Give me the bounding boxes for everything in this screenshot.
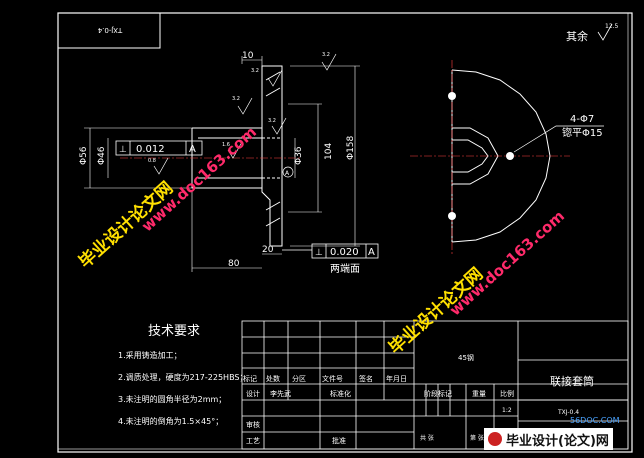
tol1-symbol: ⊥ <box>119 145 127 155</box>
title-design: 设计 <box>246 389 260 398</box>
tolerance-frame-2 <box>282 243 379 259</box>
section-view <box>120 65 300 247</box>
roughness-marks <box>153 53 337 175</box>
roughness-3: 3.2 <box>232 96 240 102</box>
title-label-sign: 签名 <box>359 374 373 383</box>
title-scale: 1:2 <box>502 407 512 414</box>
section-dimensions <box>84 56 360 272</box>
title-label-date: 年月日 <box>386 374 407 383</box>
title-label-count: 处数 <box>266 374 280 383</box>
dim-104: 104 <box>324 143 334 160</box>
tech-heading: 技术要求 <box>148 324 200 339</box>
title-weight: 重量 <box>472 390 486 398</box>
tol1-value: 0.012 <box>136 144 165 155</box>
dim-phi158: Φ158 <box>346 135 356 160</box>
title-sheet: 第 张 <box>470 434 484 442</box>
corner-watermark: 毕业设计(论文)网 <box>484 428 613 450</box>
dim-20: 20 <box>262 245 274 255</box>
hole-leader <box>513 125 604 153</box>
tech-item-1: 1.采用铸造加工； <box>118 350 182 360</box>
tol2-value: 0.020 <box>330 247 359 258</box>
title-designer: 李先武 <box>270 389 291 398</box>
datum-a-circle <box>282 166 294 178</box>
holes-count: 4-Φ7 <box>570 114 594 125</box>
tol2-symbol: ⊥ <box>315 248 323 258</box>
title-block-grid <box>241 320 629 450</box>
finish-symbol <box>597 23 613 41</box>
title-label-zone: 分区 <box>292 374 306 383</box>
title-ratio: 比例 <box>500 389 514 398</box>
tolerance-frame-1 <box>115 140 203 156</box>
tol1-datum: A <box>189 144 196 155</box>
dim-80: 80 <box>228 259 240 269</box>
title-review: 审核 <box>246 420 260 429</box>
roughness-4: 0.8 <box>148 158 156 164</box>
title-approve: 批准 <box>332 436 346 445</box>
both-ends-label: 两端面 <box>330 262 360 275</box>
roughness-6: 3.2 <box>268 118 276 124</box>
tech-item-3: 3.未注明的圆角半径为2mm； <box>118 394 226 404</box>
tol2-datum: A <box>368 247 375 258</box>
corner-logo-icon <box>488 432 502 446</box>
title-label-file: 文件号 <box>322 374 343 383</box>
dim-phi46: Φ46 <box>97 146 107 165</box>
roughness-5: 1.6 <box>222 142 230 148</box>
dim-phi36: Φ36 <box>294 146 304 165</box>
title-total: 共 张 <box>420 434 434 442</box>
dim-10: 10 <box>242 51 254 61</box>
other-finish-label: 其余 <box>566 29 588 43</box>
title-material: 45钢 <box>458 353 474 362</box>
corner-watermark-url: 56DOC.COM <box>570 416 620 425</box>
tech-item-4: 4.未注明的倒角为1.5×45°； <box>118 416 223 426</box>
datum-a-label: A <box>285 170 290 177</box>
title-stage-mark: 阶段标记 <box>424 389 452 398</box>
holes-spotface: 锪平Φ15 <box>562 126 603 139</box>
corner-watermark-text: 毕业设计(论文)网 <box>506 433 609 449</box>
title-label-mark: 标记 <box>243 374 257 383</box>
tech-item-2: 2.调质处理，硬度为217-225HBS； <box>118 372 248 382</box>
title-standardize: 标准化 <box>330 389 351 398</box>
code-box-text: TXJ-0.4 <box>97 26 123 34</box>
code-box <box>57 12 161 49</box>
roughness-1: 3.2 <box>251 68 259 74</box>
title-craft: 工艺 <box>246 437 260 445</box>
roughness-2: 3.2 <box>322 52 330 58</box>
other-finish-value: 12.5 <box>605 23 619 30</box>
title-code: TXJ-0.4 <box>557 409 579 416</box>
title-part-name: 联接套筒 <box>550 374 594 388</box>
bolt-holes <box>448 92 514 220</box>
dim-phi56: Φ56 <box>79 146 89 165</box>
